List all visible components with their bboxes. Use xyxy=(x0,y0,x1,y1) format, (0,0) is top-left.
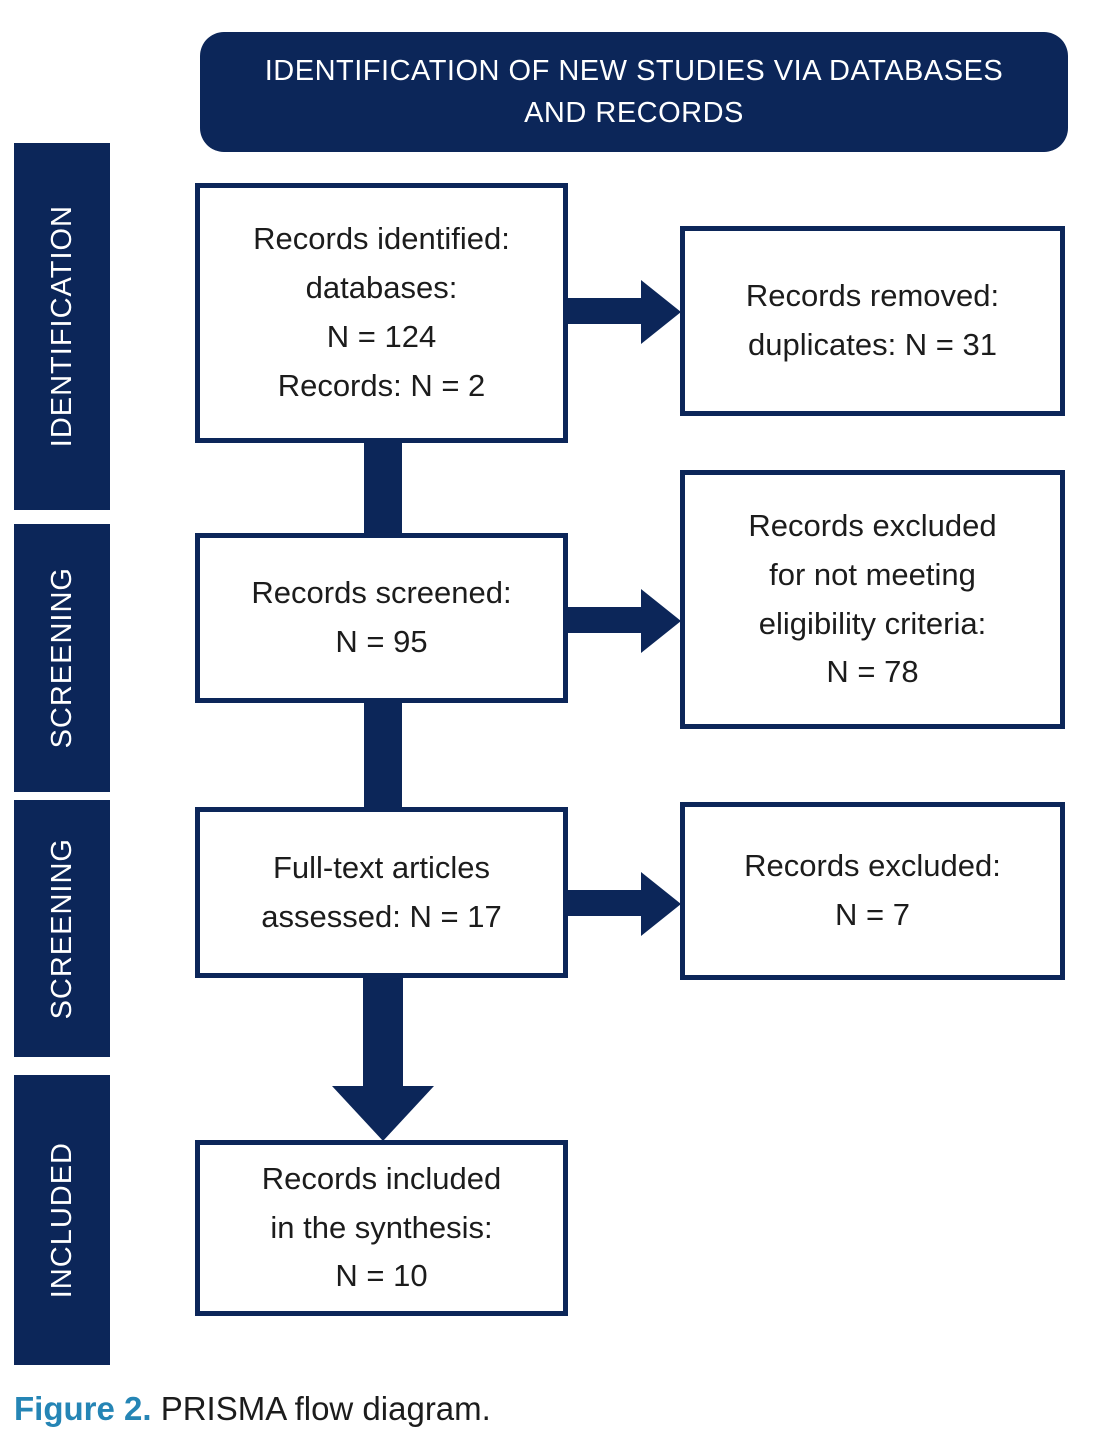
arrow-screened-to-excluded-head xyxy=(641,589,681,653)
box-text-line: Records screened: xyxy=(251,575,512,611)
box-text-line: in the synthesis: xyxy=(270,1209,493,1245)
figure-caption: Figure 2. PRISMA flow diagram. xyxy=(14,1390,491,1428)
box-text-line: eligibility criteria: xyxy=(758,605,987,641)
connector-screened-to-fulltext xyxy=(364,700,402,812)
arrow-screened-to-excluded-stem xyxy=(566,607,642,633)
box-text-line: N = 95 xyxy=(335,624,428,659)
box-records-identified: Records identified: databases: N = 124 R… xyxy=(195,183,568,443)
box-text-line: N = 7 xyxy=(835,897,910,932)
box-records-removed-duplicates: Records removed: duplicates: N = 31 xyxy=(680,226,1065,416)
title-banner: IDENTIFICATION OF NEW STUDIES VIA DATABA… xyxy=(200,32,1068,152)
figure-caption-text: PRISMA flow diagram. xyxy=(151,1390,491,1427)
arrow-fulltext-to-excluded-stem xyxy=(566,890,642,916)
box-text-line: Records removed: xyxy=(745,278,1000,314)
box-records-excluded-eligibility: Records excluded for not meeting eligibi… xyxy=(680,470,1065,729)
box-text-line: Records excluded: xyxy=(744,848,1001,884)
box-text-line: assessed: N = 17 xyxy=(261,898,502,934)
box-text-line: Records excluded xyxy=(748,507,997,543)
box-text-line: N = 124 xyxy=(326,319,437,354)
stage-label-included: INCLUDED xyxy=(14,1075,110,1365)
stage-label-text: SCREENING xyxy=(45,567,78,749)
stage-label-text: IDENTIFICATION xyxy=(45,205,78,448)
connector-identified-to-screened xyxy=(364,440,402,538)
box-text-line: N = 78 xyxy=(826,654,919,690)
box-records-included: Records included in the synthesis: N = 1… xyxy=(195,1140,568,1316)
stage-label-text: SCREENING xyxy=(45,837,78,1020)
stage-label-identification: IDENTIFICATION xyxy=(14,143,110,510)
box-text-line: Records included xyxy=(261,1160,502,1196)
box-records-excluded: Records excluded: N = 7 xyxy=(680,802,1065,980)
arrow-fulltext-to-included-head xyxy=(332,1086,434,1141)
box-text-line: duplicates: N = 31 xyxy=(747,327,997,362)
stage-label-screening-1: SCREENING xyxy=(14,524,110,792)
box-text-line: databases: xyxy=(305,270,458,306)
arrow-fulltext-to-included-stem xyxy=(363,975,403,1087)
box-full-text-assessed: Full-text articles assessed: N = 17 xyxy=(195,807,568,978)
box-text-line: Records: N = 2 xyxy=(277,367,486,403)
arrow-identified-to-removed-head xyxy=(641,280,681,344)
box-text-line: for not meeting xyxy=(769,556,976,592)
title-banner-text: IDENTIFICATION OF NEW STUDIES VIA DATABA… xyxy=(264,54,1004,129)
stage-label-text: INCLUDED xyxy=(45,1141,78,1299)
box-text-line: N = 10 xyxy=(335,1258,428,1294)
arrow-fulltext-to-excluded-head xyxy=(641,872,681,936)
box-text-line: Full-text articles xyxy=(272,849,491,885)
stage-label-screening-2: SCREENING xyxy=(14,800,110,1057)
figure-caption-label: Figure 2. xyxy=(14,1390,152,1427)
arrow-identified-to-removed-stem xyxy=(566,298,642,324)
box-records-screened: Records screened: N = 95 xyxy=(195,533,568,703)
box-text-line: Records identified: xyxy=(253,221,510,257)
